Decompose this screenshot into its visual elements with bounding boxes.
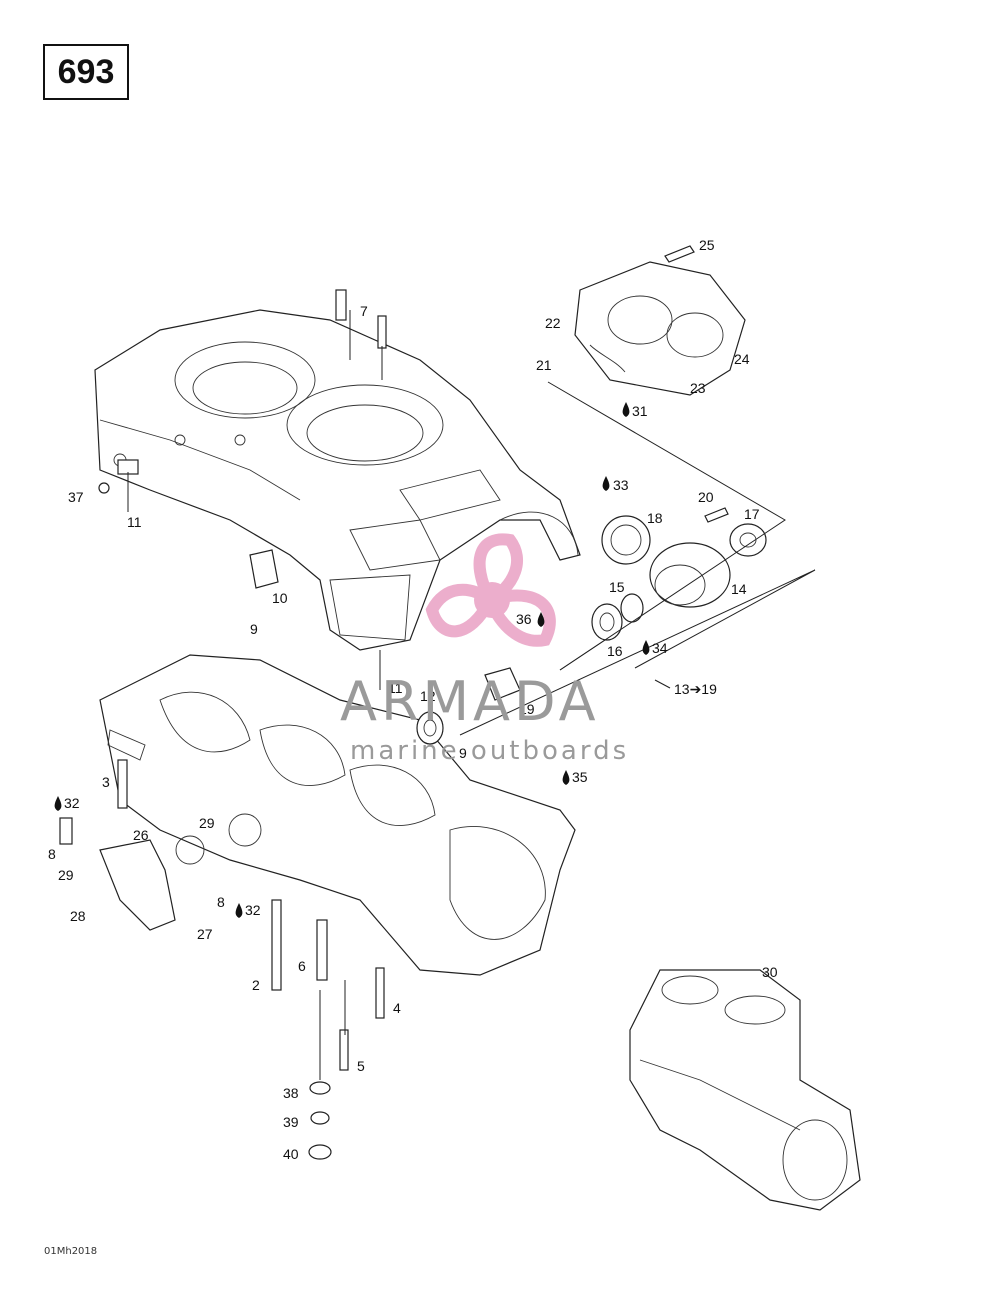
callout-8b: 8 — [217, 894, 225, 910]
stud-2 — [271, 899, 282, 991]
callout-15: 15 — [609, 579, 625, 595]
callout-24: 24 — [734, 351, 750, 367]
callout-17: 17 — [744, 506, 760, 522]
callout-40: 40 — [283, 1146, 299, 1162]
bolt-4 — [375, 967, 385, 1019]
seal-18 — [601, 515, 651, 565]
callout-33: 33 — [613, 477, 629, 493]
watermark-propeller-icon — [425, 533, 556, 647]
callout-32b: 32 — [245, 902, 261, 918]
bolt-3 — [117, 759, 128, 809]
callout-20: 20 — [698, 489, 714, 505]
callout-9b: 9 — [459, 745, 467, 761]
seal-17 — [729, 523, 767, 557]
callout-6: 6 — [298, 958, 306, 974]
callout-23: 23 — [690, 380, 706, 396]
washer-39 — [310, 1111, 330, 1125]
callout-11b: 11 — [388, 680, 403, 696]
callout-22: 22 — [545, 315, 561, 331]
nut-40 — [308, 1144, 332, 1160]
bolt-7b — [377, 315, 387, 349]
washer-38 — [309, 1081, 331, 1095]
lower-crankcase — [99, 654, 576, 976]
callout-2: 2 — [252, 977, 260, 993]
seal-10 — [249, 549, 279, 589]
callout-36: 36 — [516, 611, 532, 627]
bearing-12 — [416, 711, 444, 745]
callout-34: 34 — [652, 640, 668, 656]
reference-code: 01Mh2018 — [44, 1246, 98, 1257]
ring-15 — [620, 593, 644, 623]
callout-10: 10 — [272, 590, 288, 606]
watermark-brand-name: ARMADA — [340, 670, 600, 733]
callout-18: 18 — [647, 510, 663, 526]
callout-26: 26 — [133, 827, 149, 843]
callout-25: 25 — [699, 237, 715, 253]
diagram-number-box: 693 — [43, 44, 129, 100]
bearing-16 — [591, 603, 623, 641]
callout-37: 37 — [68, 489, 84, 505]
engine-cover-plate — [574, 261, 746, 396]
callout-3: 3 — [102, 774, 110, 790]
callout-8a: 8 — [48, 846, 56, 862]
callout-4: 4 — [393, 1000, 401, 1016]
stud-6 — [316, 919, 328, 981]
plug-32 — [59, 817, 73, 845]
gear-19 — [484, 667, 521, 701]
seal-11 — [117, 459, 139, 475]
oil-pump-26 — [99, 839, 176, 931]
callout-14: 14 — [731, 581, 747, 597]
bolt-5 — [339, 1029, 349, 1071]
callout-12: 12 — [420, 688, 436, 704]
callout-39: 39 — [283, 1114, 299, 1130]
callout-31: 31 — [632, 403, 648, 419]
callout-28: 28 — [70, 908, 86, 924]
callout-38: 38 — [283, 1085, 299, 1101]
bolt-20 — [704, 507, 729, 523]
callout-9a: 9 — [250, 621, 258, 637]
pin-37 — [98, 482, 110, 494]
callout-5: 5 — [357, 1058, 365, 1074]
callout-21: 21 — [536, 357, 552, 373]
callout-29a: 29 — [199, 815, 215, 831]
callout-7: 7 — [360, 303, 368, 319]
callout-29b: 29 — [58, 867, 74, 883]
upper-crankcase — [94, 309, 581, 651]
bolt-7a — [335, 289, 347, 321]
callout-19: 19 — [519, 701, 535, 717]
callout-35: 35 — [572, 769, 588, 785]
callout-30: 30 — [762, 964, 778, 980]
bolt-25 — [664, 245, 695, 263]
bearing-housing-14 — [649, 542, 731, 608]
callout-32a: 32 — [64, 795, 80, 811]
assembled-engine-view — [629, 969, 861, 1211]
sealant-drop-icon — [54, 402, 650, 918]
callout-27: 27 — [197, 926, 213, 942]
callout-13-19: 13➔19 — [674, 681, 717, 697]
watermark-tagline: marine outboards — [350, 736, 630, 766]
callout-16: 16 — [607, 643, 623, 659]
callout-11a: 11 — [127, 514, 142, 530]
